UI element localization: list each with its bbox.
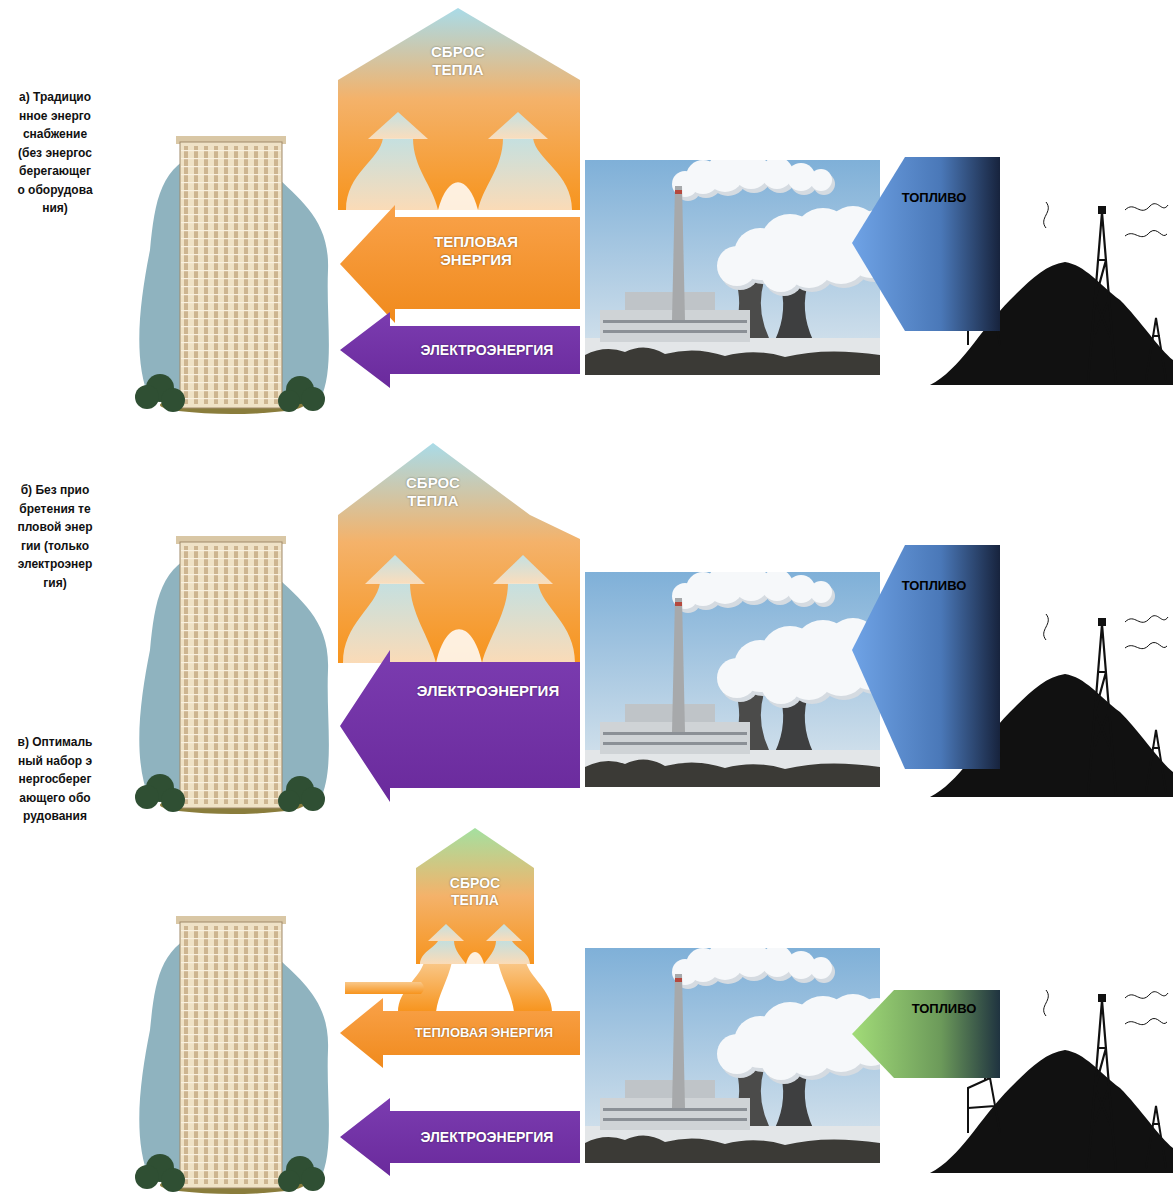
apartment-building bbox=[135, 916, 329, 1194]
arrow-label: ЭЛЕКТРОЭНЕРГИЯ bbox=[421, 1129, 554, 1146]
arrow-text-area: ТОПЛИВО bbox=[894, 996, 994, 1022]
electricity-arrow: ЭЛЕКТРОЭНЕРГИЯ bbox=[338, 312, 580, 388]
row-caption: б) Без приобретения тепловой энергии (то… bbox=[17, 481, 93, 592]
heat-discharge-arrow: СБРОС ТЕПЛА bbox=[338, 443, 580, 663]
row-caption: в) Оптимальный набор энергосберегающего … bbox=[17, 733, 93, 826]
apartment-building bbox=[135, 136, 329, 414]
arrow-label: ТОПЛИВО bbox=[902, 190, 967, 206]
fuel-arrow: ТОПЛИВО bbox=[850, 988, 1002, 1080]
apartment-building bbox=[135, 536, 329, 814]
arrow-text-area: ТОПЛИВО bbox=[894, 185, 974, 211]
heat-energy-arrow: ТЕПЛОВАЯ ЭНЕРГИЯ bbox=[338, 205, 580, 323]
power-plant-photo bbox=[585, 565, 906, 787]
arrow-label: ТОПЛИВО bbox=[912, 1001, 977, 1017]
arrow-text-area: СБРОС ТЕПЛА bbox=[383, 471, 483, 513]
arrow-label: СБРОС ТЕПЛА bbox=[427, 875, 523, 909]
arrow-label: СБРОС ТЕПЛА bbox=[408, 43, 508, 79]
arrow-text-area: ЭЛЕКТРОЭНЕРГИЯ bbox=[396, 326, 578, 374]
fuel-arrow: ТОПЛИВО bbox=[850, 543, 1002, 773]
arrow-text-area: ТЕПЛОВАЯ ЭНЕРГИЯ bbox=[416, 221, 536, 281]
arrow-outline bbox=[338, 8, 580, 210]
arrow-text-area: СБРОС ТЕПЛА bbox=[427, 870, 523, 914]
heat-discharge-arrow: СБРОС ТЕПЛА bbox=[416, 828, 534, 964]
arrow-text-area: ТЕПЛОВАЯ ЭНЕРГИЯ bbox=[390, 1011, 578, 1055]
arrow-text-area: ЭЛЕКТРОЭНЕРГИЯ bbox=[396, 1111, 578, 1163]
arrow-label: ЭЛЕКТРОЭНЕРГИЯ bbox=[421, 342, 554, 359]
electricity-arrow: ЭЛЕКТРОЭНЕРГИЯ bbox=[338, 650, 580, 802]
arrow-outline bbox=[338, 650, 580, 802]
row-caption: а) Традиционное энергоснабжение (без эне… bbox=[17, 88, 93, 218]
arrow-text-area: ТОПЛИВО bbox=[894, 573, 974, 599]
arrow-text-area: ЭЛЕКТРОЭНЕРГИЯ bbox=[398, 666, 578, 716]
heat-energy-arrow: ТЕПЛОВАЯ ЭНЕРГИЯ bbox=[338, 998, 580, 1068]
heat-discharge-arrow: СБРОС ТЕПЛА bbox=[338, 8, 580, 210]
arrow-outline bbox=[850, 543, 1002, 773]
arrow-label: ТЕПЛОВАЯ ЭНЕРГИЯ bbox=[415, 1025, 553, 1041]
arrow-label: ТОПЛИВО bbox=[902, 578, 967, 594]
power-plant-photo bbox=[585, 941, 906, 1163]
arrow-label: ТЕПЛОВАЯ ЭНЕРГИЯ bbox=[416, 233, 536, 269]
arrow-text-area: СБРОС ТЕПЛА bbox=[408, 40, 508, 82]
power-plant-photo bbox=[585, 153, 906, 375]
arrow-label: СБРОС ТЕПЛА bbox=[383, 474, 483, 510]
arrow-label: ЭЛЕКТРОЭНЕРГИЯ bbox=[417, 682, 559, 700]
fuel-arrow: ТОПЛИВО bbox=[850, 155, 1002, 335]
electricity-arrow: ЭЛЕКТРОЭНЕРГИЯ bbox=[338, 1098, 580, 1176]
arrow-outline bbox=[850, 155, 1002, 335]
